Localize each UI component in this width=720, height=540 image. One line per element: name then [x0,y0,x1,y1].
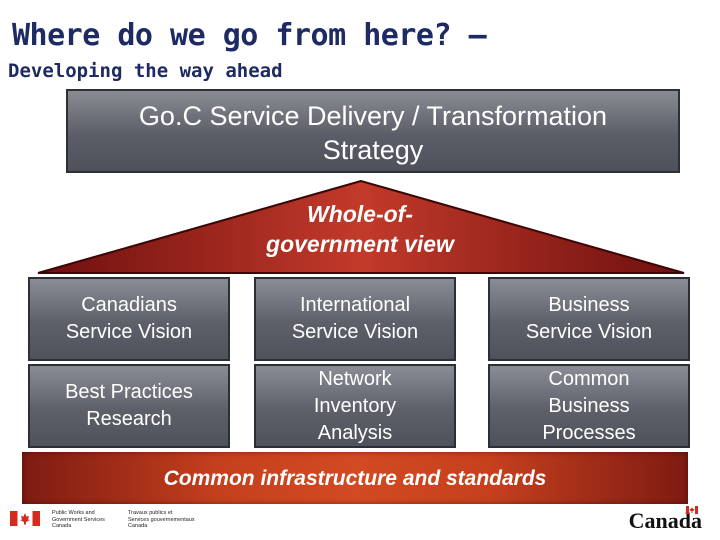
slide-subtitle: Developing the way ahead [8,60,283,82]
pillar-best-practices-research: Best Practices Research [28,364,230,448]
pillar-line: Processes [542,421,636,444]
strategy-line-1: Go.C Service Delivery / Transformation [138,101,608,131]
fip-english: Public Works and Government Services Can… [52,510,105,530]
pillar-line: Best Practices [65,381,193,403]
slide-title: Where do we go from here? – [12,18,487,53]
fip-en-line: Public Works and [52,510,95,516]
pillar-line: Service Vision [525,321,653,343]
pillar-line: Business [548,394,630,417]
wordmark-flag-icon [686,506,698,514]
pillar-line: Business [548,294,630,316]
fip-fr-line: Travaux publics et [128,510,173,516]
pillar-line: Analysis [317,421,393,444]
pillar-line: Service Vision [291,321,419,343]
fip-french: Travaux publics et Services gouvernement… [128,510,195,530]
strategy-box: Go.C Service Delivery / Transformation S… [66,89,680,173]
fip-en-line: Canada [52,523,72,529]
pillar-line: International [299,294,411,316]
pillar-common-business-processes: Common Business Processes [488,364,690,448]
fip-fr-line: Services gouvernementaux [128,516,195,523]
pillar-line: Canadians [81,294,177,316]
roof-triangle [37,179,685,274]
pillar-line: Common [548,367,630,390]
canada-flag-icon [10,511,40,526]
pillar-line: Research [86,408,172,430]
fip-fr-line: Canada [128,523,148,529]
pillar-business-service-vision: Business Service Vision [488,277,690,361]
strategy-line-2: Strategy [322,135,424,165]
roof-line-2: government view [266,231,454,257]
roof-line-1: Whole-of- [306,201,413,227]
pillar-line: Service Vision [65,321,193,343]
base-foundation: Common infrastructure and standards [22,452,688,504]
pillar-line: Network [318,367,392,390]
pillar-canadians-service-vision: Canadians Service Vision [28,277,230,361]
pillar-line: Inventory [313,394,397,417]
fip-signature: Public Works and Government Services Can… [10,508,200,536]
roof-label: Whole-of- government view [0,199,720,259]
canada-wordmark: Canada [628,508,702,533]
fip-en-line: Government Services [52,516,105,523]
pillar-network-inventory-analysis: Network Inventory Analysis [254,364,456,448]
pillar-international-service-vision: International Service Vision [254,277,456,361]
